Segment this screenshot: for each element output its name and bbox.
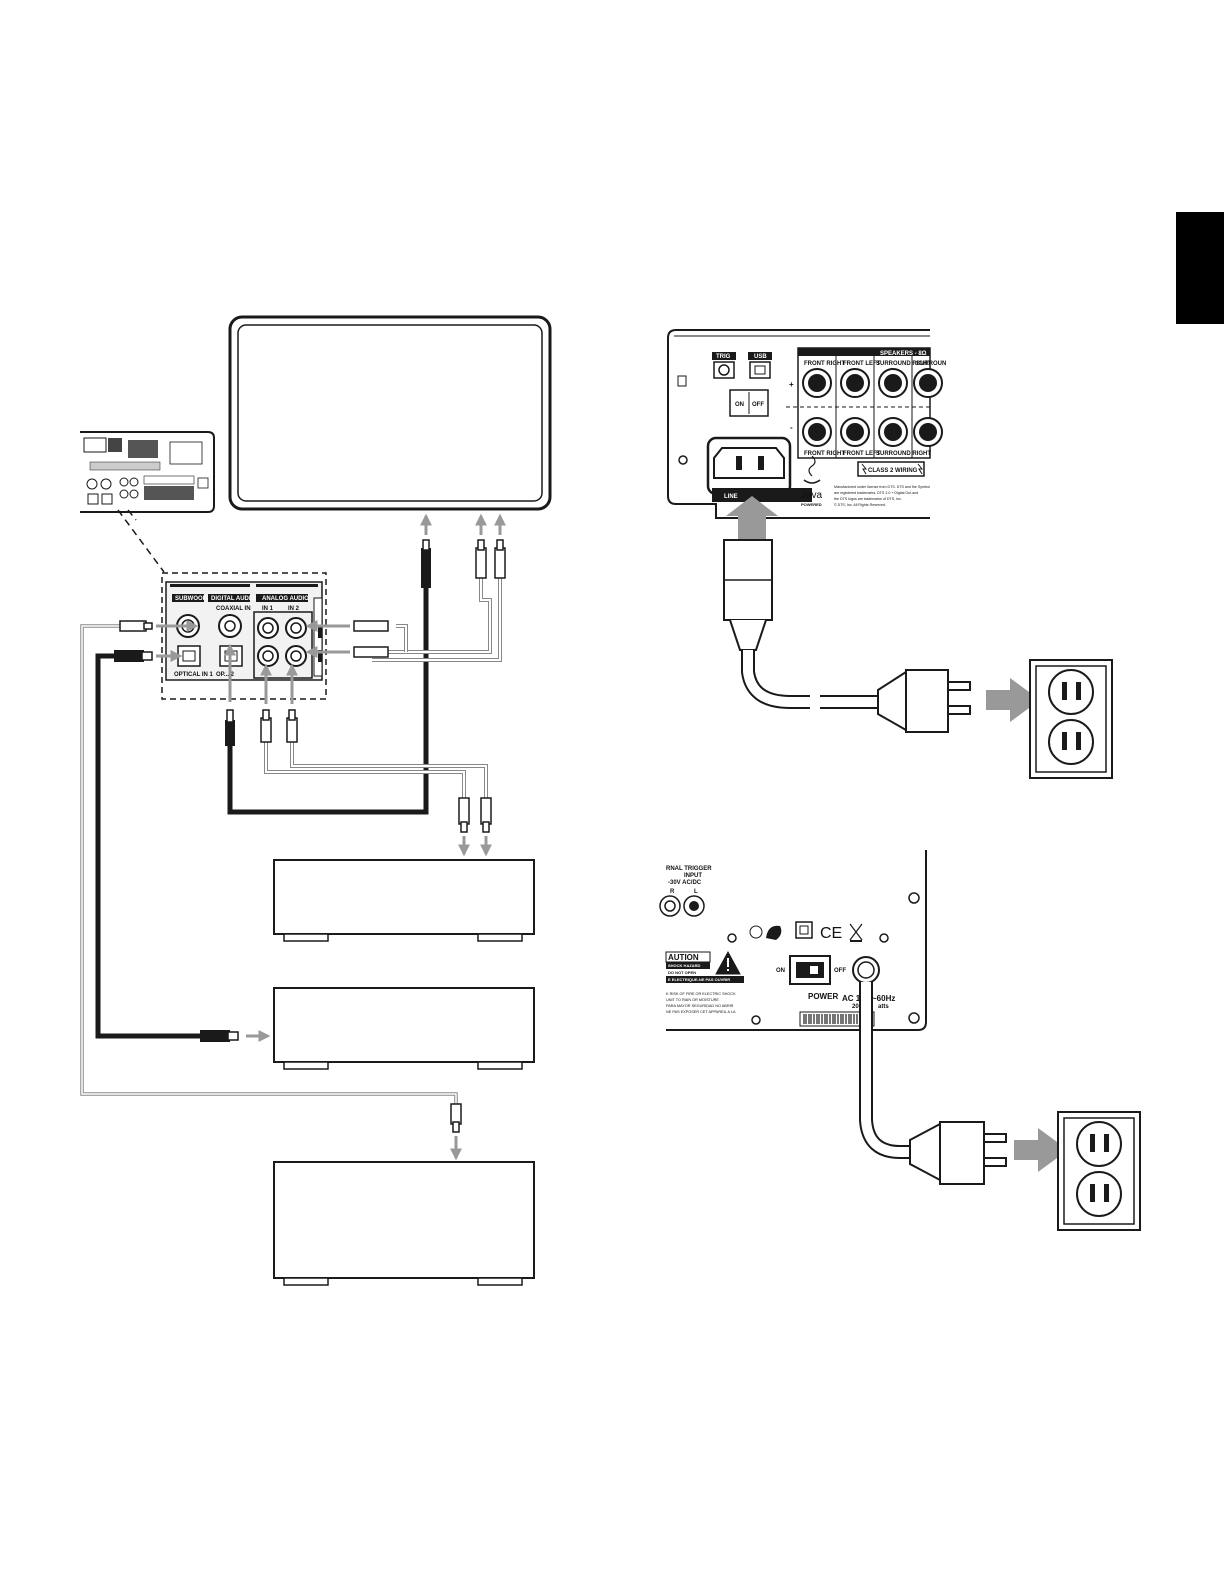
trigger-line-1: RNAL TRIGGER [666,866,712,872]
subwoofer-label-box [172,594,204,602]
optical-in-1-port [177,645,201,667]
subwoofer-wall-outlet [1057,1111,1141,1231]
receiver-wall-plug [877,669,971,733]
receiver-plug-up-arrow [726,496,778,540]
fine-print-1: Manufactured under license from DTS. DTS… [834,485,930,489]
certification-marks-icon: CE [749,921,863,942]
trigger-line-2: INPUT [684,873,702,879]
page-side-tab [1176,212,1224,324]
coaxial-black-cable [225,539,431,815]
warning-line-2: UNIT TO RAIN OR MOISTURE [666,998,719,1002]
usb-label: USB [754,354,767,360]
warning-line-3: PARA MAYOR SEGURIDAD NO ABRIR [666,1004,734,1008]
class2-label: CLASS 2 WIRING [868,468,918,474]
fine-print-3: the DTS logos are trademarks of DTS, Inc… [834,497,902,501]
analog-audio-label-box [256,594,308,602]
sub-switch-off-label: OFF [834,968,846,974]
power-label: POWER [808,992,838,1001]
subwoofer-power-cord [859,982,912,1159]
receiver-switch-on-label: ON [735,402,744,408]
plus-label: + [789,380,794,389]
subwoofer-cable [80,620,462,1133]
subwoofer-outlet-arrow [1014,1128,1068,1172]
front-left-bottom-label: FRONT LEFT [843,451,881,457]
sub-switch-on-label: ON [776,968,785,974]
analog-audio-label: ANALOG AUDIO [262,596,309,602]
usb-port [749,361,771,379]
warning-line-1: K RISK OF FIRE OR ELECTRIC SHOCK [666,992,736,996]
left-connection-diagram: SUBWOOFER DIGITAL AUDIO COAXIAL IN OPTIC… [80,315,552,1286]
subwoofer-cord-grommet [852,956,880,984]
trigger-r-label: R [670,889,675,895]
surround-left-top-label: SURROUN [916,361,946,367]
in-1-label: IN 1 [262,606,274,612]
minus-label: - [790,423,793,432]
surround-right-top-label: SURROUND RIGHT [876,361,931,367]
caution-line-2: DO NOT OPEN [668,970,696,975]
trig-label: TRIG [716,354,731,360]
trigger-line-3: -30V AC/DC [668,880,702,886]
receiver-switch-off-label: OFF [752,402,764,408]
warning-line-4: NE PAS EXPOSER CET APPAREIL A LA [666,1010,736,1014]
ac-voltage-label: AC 12 [842,994,865,1003]
caution-line-1: SHOCK HAZARD [668,963,701,968]
line-label: LINE [724,494,738,500]
receiver-outlet-arrow [986,678,1040,722]
java-sub-label: POWERED [801,502,822,507]
television-icon [228,315,552,511]
front-right-top-label: FRONT RIGHT [804,361,845,367]
iec-power-plug [723,539,773,651]
subwoofer-power-diagram: RNAL TRIGGER INPUT -30V AC/DC R L CE AUT… [659,850,1141,1231]
speakers-label: SPEAKERS - 8Ω [880,351,927,357]
receiver-power-diagram: TRIG USB ON OFF SPEAKERS - 8Ω FRONT RIGH… [667,329,1113,779]
front-left-top-label: FRONT LEFT [843,361,881,367]
digital-audio-label: DIGITAL AUDIO [211,596,256,602]
caution-line-3: E ELECTRIQUE-NE PAS OUVRIR [668,977,730,982]
device-analog-cable [260,709,492,833]
in-2-label: IN 2 [288,606,300,612]
zoom-leader-line-2 [127,509,137,521]
caution-label: AUTION [668,953,699,962]
fine-print-2: are registered trademarks; DTS 2.0 + Dig… [834,491,918,495]
watts-label: atts [878,1004,889,1010]
speaker-terminals [802,368,943,447]
subwoofer-label: SUBWOOFER [175,596,215,602]
java-label: Java [801,490,823,501]
optical-in-2-label: OP... 2 [216,672,235,678]
front-right-bottom-label: FRONT RIGHT [804,451,845,457]
subwoofer-wall-plug [909,1121,1007,1185]
zoom-leader-line [117,509,165,573]
receiver-wall-outlet [1029,659,1113,779]
coaxial-in-label: COAXIAL IN [216,606,251,612]
barcode-label [799,1011,875,1027]
surround-right-bottom-label: SURROUND RIGHT [876,451,931,457]
source-device-2 [273,987,535,1070]
frequency-label: ~60Hz [872,994,895,1003]
subwoofer-device [273,1161,535,1286]
zoomed-connection-panel: SUBWOOFER DIGITAL AUDIO COAXIAL IN OPTIC… [161,572,327,700]
tv-analog-cable [353,539,506,662]
watts-number-label: 20 [852,1004,859,1010]
trigger-l-label: L [694,889,698,895]
fine-print-4: © DTS, Inc. All Rights Reserved. [834,503,886,507]
optical-in-1-label: OPTICAL IN 1 [174,672,214,678]
receiver-rear-thumbnail [80,431,215,513]
digital-audio-label-box [208,594,250,602]
source-device-1 [273,859,535,942]
ce-mark: CE [820,925,842,942]
optical-cable [95,650,239,1042]
java-logo-icon: Java POWERED [801,455,823,507]
